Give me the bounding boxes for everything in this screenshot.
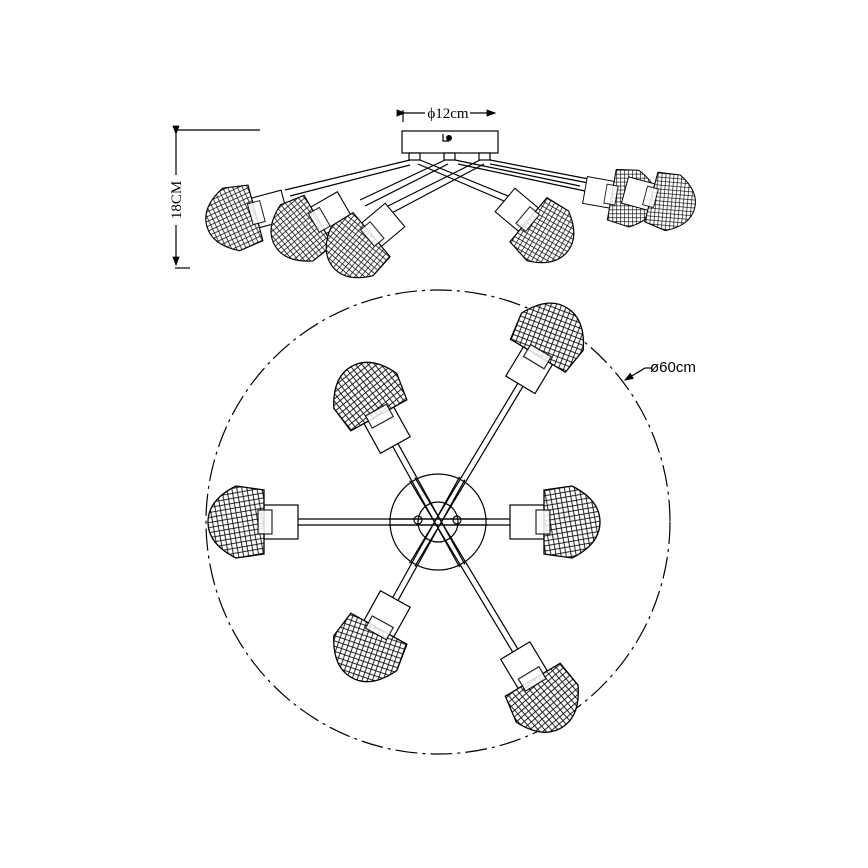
canopy	[401, 130, 499, 161]
lamp-shade-6	[319, 580, 428, 696]
diameter-dimension: ø60cm	[623, 359, 696, 381]
arm-6	[392, 476, 466, 601]
canopy-dimension: ϕ12cm	[396, 106, 497, 122]
arm-2	[388, 518, 510, 526]
top-view: ø60cm	[205, 288, 696, 755]
lamp-shade-1	[207, 485, 299, 559]
lamp-shade-5	[319, 348, 428, 464]
arm-5	[392, 443, 466, 568]
top-arms	[298, 382, 524, 653]
height-dimension: 18CM	[169, 125, 260, 269]
hub	[389, 473, 487, 571]
height-label: 18CM	[169, 181, 185, 219]
lamp-shade-4	[483, 631, 594, 747]
side-view: 18CM ϕ12cm	[169, 106, 703, 293]
lamp-shade-2	[509, 485, 601, 559]
canopy-diameter-label: ϕ12cm	[427, 106, 469, 122]
overall-diameter-circle	[205, 289, 671, 755]
lamp-shade-3	[488, 288, 599, 405]
side-shades	[197, 161, 703, 293]
overall-diameter-label: ø60cm	[650, 359, 696, 376]
